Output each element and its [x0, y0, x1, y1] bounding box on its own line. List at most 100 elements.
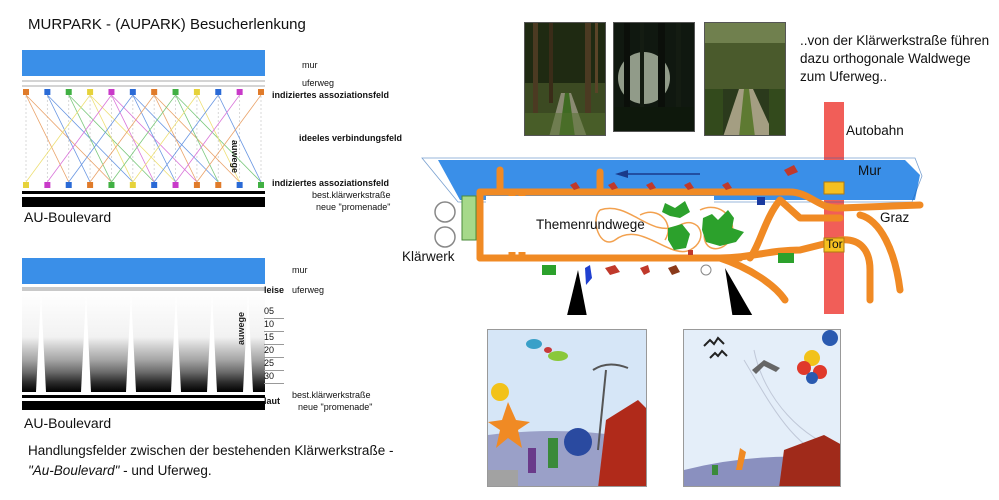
label-tor: Tor — [826, 237, 843, 251]
klaerwerk-tank-1 — [434, 201, 456, 223]
scale-05: 05 — [264, 306, 284, 319]
association-marker — [215, 182, 222, 188]
pointer-left — [567, 270, 587, 315]
label-promenade-2: neue "promenade" — [298, 402, 373, 412]
mur-crossing-box — [823, 181, 845, 195]
association-marker — [129, 182, 136, 188]
connection-line — [68, 94, 112, 183]
river-band — [22, 50, 265, 76]
connection-line — [25, 94, 91, 183]
label-auwege-2: auwege — [236, 311, 246, 345]
klaerwerk-building — [461, 195, 477, 241]
association-marker — [172, 182, 179, 188]
association-marker — [258, 182, 264, 188]
label-strasse-1: best.klärwerkstraße — [312, 190, 391, 200]
association-marker — [65, 182, 72, 188]
association-marker — [23, 89, 29, 95]
association-marker — [44, 182, 51, 188]
illustration-themenpark-2 — [683, 329, 841, 487]
scale-25: 25 — [264, 358, 284, 371]
forest-photo-1 — [524, 22, 606, 136]
label-uferweg-1: uferweg — [302, 78, 335, 88]
scale-10: 10 — [264, 319, 284, 332]
connection-line — [153, 94, 198, 183]
connection-line — [196, 94, 262, 183]
connection-line — [111, 94, 155, 183]
connection-line — [89, 94, 155, 183]
connection-line — [47, 94, 112, 183]
caption-rest: - und Uferweg. — [119, 463, 212, 478]
scale-15: 15 — [264, 332, 284, 345]
association-marker — [108, 182, 115, 188]
connection-line — [132, 94, 198, 183]
association-marker — [151, 89, 158, 95]
association-markers — [23, 89, 264, 188]
forest-note: ..von der Klärwerkstraße führen dazu ort… — [800, 33, 990, 84]
association-field-diagram — [22, 50, 265, 207]
auweg-spike — [207, 294, 217, 392]
scale-list: 05 10 15 20 25 30 — [264, 306, 284, 384]
forest-photo-3 — [704, 22, 786, 136]
noise-gradient-diagram — [22, 258, 265, 410]
connection-line — [47, 94, 91, 183]
association-marker — [172, 89, 179, 95]
label-ideeles: ideeles verbindungsfeld — [299, 133, 403, 143]
association-marker — [44, 89, 51, 95]
caption-boulevard: "Au-Boulevard" — [28, 463, 120, 478]
connection-line — [217, 94, 262, 183]
page-title: MURPARK - (AUPARK) Besucherlenkung — [28, 16, 306, 33]
tor-box — [823, 237, 845, 253]
auweg-spike — [81, 294, 91, 392]
park-map — [421, 102, 924, 315]
caption-line1: Handlungsfelder zwischen der bestehenden… — [28, 443, 394, 458]
connection-lines — [25, 94, 262, 183]
river-markers — [570, 165, 798, 190]
label-leise: leise — [264, 285, 285, 295]
river-band-2 — [22, 258, 265, 284]
label-promenade-1: neue "promenade" — [316, 202, 391, 212]
association-marker — [87, 182, 94, 188]
label-graz: Graz — [880, 210, 910, 225]
association-marker — [193, 89, 200, 95]
path-network — [476, 166, 924, 304]
auweg-spike — [243, 294, 253, 392]
label-indiziert-bottom: indiziertes assoziationsfeld — [272, 178, 390, 188]
label-mur-map: Mur — [858, 163, 882, 178]
label-boulevard-1: AU-Boulevard — [24, 209, 112, 225]
label-klaerwerk: Klärwerk — [402, 249, 455, 264]
connection-line — [132, 94, 176, 183]
illustration-themenpark-1 — [487, 329, 647, 487]
connection-line — [153, 94, 219, 183]
association-marker — [236, 182, 243, 188]
promenade-band — [22, 197, 265, 207]
forest-photo-2 — [613, 22, 695, 132]
association-marker — [108, 89, 115, 95]
klaerwerk-tank-2 — [434, 226, 456, 248]
connection-line — [111, 94, 176, 183]
scale-20: 20 — [264, 345, 284, 358]
association-marker — [129, 89, 136, 95]
association-marker — [65, 89, 72, 95]
auweg-spike — [36, 294, 46, 392]
connection-line — [175, 94, 219, 183]
label-auwege-1: auwege — [230, 140, 240, 174]
tree-clusters — [662, 201, 744, 250]
association-marker — [23, 182, 29, 188]
association-marker — [87, 89, 94, 95]
path-spikes — [36, 294, 253, 392]
label-indiziert-top: indiziertes assoziationsfeld — [272, 90, 390, 100]
klaerwerkstrasse-line — [22, 191, 265, 194]
scale-30: 30 — [264, 371, 284, 384]
association-marker — [215, 89, 222, 95]
association-marker — [193, 182, 200, 188]
label-uferweg-2: uferweg — [292, 285, 325, 295]
auweg-spike — [126, 294, 136, 392]
connection-line — [196, 94, 240, 183]
label-themenrundwege: Themenrundwege — [536, 217, 645, 232]
pointer-right — [725, 268, 753, 315]
label-mur-2: mur — [292, 265, 308, 275]
label-mur-1: mur — [302, 60, 318, 70]
connection-line — [89, 94, 134, 183]
label-autobahn: Autobahn — [846, 123, 904, 138]
activity-icons — [542, 197, 794, 285]
